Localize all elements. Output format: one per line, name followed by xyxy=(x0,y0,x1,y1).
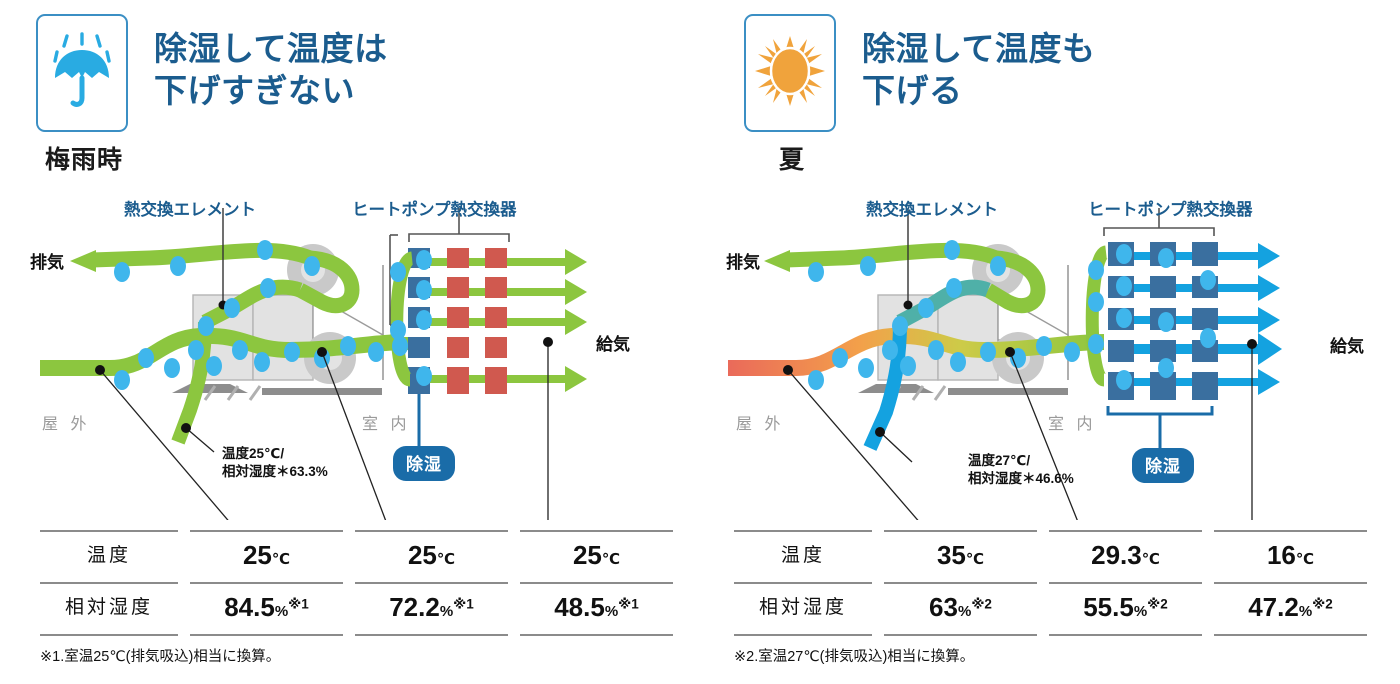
cell-rule xyxy=(1214,634,1367,636)
cell-rule xyxy=(884,530,1037,532)
cell-rule xyxy=(40,582,178,584)
umbrella-rain-icon xyxy=(51,31,113,115)
cell-humidity-1-left: 84.5%※1 xyxy=(184,582,349,634)
cell-rule xyxy=(1214,582,1367,584)
label-heat-exchange-element-left: 熱交換エレメント xyxy=(124,201,256,219)
cell-temperature-3-right: 16℃ xyxy=(1208,530,1373,582)
cell-temperature-3-left: 25℃ xyxy=(514,530,679,582)
cell-rule xyxy=(520,634,673,636)
headline-left: 除湿して温度は 下げすぎない xyxy=(154,30,388,110)
panel-summer: 夏 除湿して温度も 下げる xyxy=(700,0,1400,684)
data-table-left: 温度 25℃ 25℃ 25℃ 相対湿度 84.5%※1 xyxy=(34,530,679,636)
panel-rainy-season: 梅雨時 除湿して温度は 下げすぎない xyxy=(0,14,700,665)
cell-humidity-3-left: 48.5%※1 xyxy=(514,582,679,634)
headline-right: 除湿して温度も 下げる xyxy=(862,30,1096,110)
cell-rule xyxy=(734,530,872,532)
label-heatpump-exchanger-left: ヒートポンプ熱交換器 xyxy=(352,201,517,219)
label-exhaust-right: 排気 xyxy=(726,253,760,272)
heat-exchanger-block-left xyxy=(390,248,518,394)
cell-rule xyxy=(190,530,343,532)
moisture-droplets xyxy=(808,240,1216,390)
annotation-condition-right: 温度27℃/ 相対湿度＊46.6% xyxy=(968,453,1074,487)
cell-humidity-1-right: 63%※2 xyxy=(878,582,1043,634)
panel-header-left: 梅雨時 除湿して温度は 下げすぎない xyxy=(36,14,388,174)
diagram-left: 熱交換エレメント ヒートポンプ熱交換器 排気 給気 屋 外 室 内 温度25℃/… xyxy=(0,180,700,520)
cell-rule xyxy=(1049,530,1202,532)
cell-rule xyxy=(355,634,508,636)
table-row: 温度 25℃ 25℃ 25℃ xyxy=(34,530,679,582)
cell-temperature-2-left: 25℃ xyxy=(349,530,514,582)
data-table-right: 温度 35℃ 29.3℃ 16℃ 相対湿度 63%※2 xyxy=(728,530,1373,636)
cell-rule xyxy=(520,582,673,584)
cell-temperature-1-left: 25℃ xyxy=(184,530,349,582)
badge-dehumidify-right: 除湿 xyxy=(1132,448,1194,483)
cell-rule xyxy=(1214,530,1367,532)
cell-temperature-1-right: 35℃ xyxy=(878,530,1043,582)
cell-rule xyxy=(40,634,178,636)
cell-humidity-2-right: 55.5%※2 xyxy=(1043,582,1208,634)
label-exhaust-left: 排気 xyxy=(30,253,64,272)
season-label-left: 梅雨時 xyxy=(44,146,123,174)
moisture-droplets xyxy=(114,240,432,390)
cell-rule xyxy=(190,634,343,636)
table-bottom-rule-row xyxy=(34,634,679,636)
season-icon-card-left: 梅雨時 xyxy=(36,14,128,174)
table-row: 相対湿度 63%※2 55.5%※2 47.2%※2 xyxy=(728,582,1373,634)
label-heatpump-exchanger-right: ヒートポンプ熱交換器 xyxy=(1088,201,1253,219)
cell-rule xyxy=(40,530,178,532)
label-supply-right: 給気 xyxy=(1330,337,1364,356)
diagram-right: 熱交換エレメント ヒートポンプ熱交換器 排気 給気 屋 外 室 内 温度27℃/… xyxy=(700,180,1400,520)
footnote-left: ※1.室温25℃(排気吸込)相当に換算。 xyxy=(40,649,281,665)
row-header-temperature-left: 温度 xyxy=(34,530,184,582)
cell-rule xyxy=(734,634,872,636)
label-supply-left: 給気 xyxy=(596,335,630,354)
footnote-right: ※2.室温27℃(排気吸込)相当に換算。 xyxy=(734,649,975,665)
cell-humidity-2-left: 72.2%※1 xyxy=(349,582,514,634)
cell-rule xyxy=(520,530,673,532)
cell-rule xyxy=(734,582,872,584)
cell-rule xyxy=(190,582,343,584)
table-row: 相対湿度 84.5%※1 72.2%※1 48.5%※1 xyxy=(34,582,679,634)
panel-header-right: 夏 除湿して温度も 下げる xyxy=(744,14,1096,174)
row-header-humidity-left: 相対湿度 xyxy=(34,582,184,634)
sun-icon xyxy=(755,35,825,111)
badge-dehumidify-left: 除湿 xyxy=(393,446,455,481)
row-header-humidity-right: 相対湿度 xyxy=(728,582,878,634)
cell-humidity-3-right: 47.2%※2 xyxy=(1208,582,1373,634)
label-outdoor-left: 屋 外 xyxy=(42,416,91,433)
label-heat-exchange-element-right: 熱交換エレメント xyxy=(866,201,998,219)
row-header-temperature-right: 温度 xyxy=(728,530,878,582)
cell-rule xyxy=(884,582,1037,584)
season-icon-card-right: 夏 xyxy=(744,14,836,174)
label-indoor-right: 室 内 xyxy=(1048,416,1097,433)
table-row: 温度 35℃ 29.3℃ 16℃ xyxy=(728,530,1373,582)
cell-rule xyxy=(1049,582,1202,584)
cell-rule xyxy=(884,634,1037,636)
cell-rule xyxy=(1049,634,1202,636)
label-outdoor-right: 屋 外 xyxy=(736,416,785,433)
annotation-condition-left: 温度25℃/ 相対湿度＊63.3% xyxy=(222,446,328,480)
table-bottom-rule-row xyxy=(728,634,1373,636)
cell-temperature-2-right: 29.3℃ xyxy=(1043,530,1208,582)
season-label-right: 夏 xyxy=(778,146,805,174)
cell-rule xyxy=(355,530,508,532)
label-indoor-left: 室 内 xyxy=(362,416,411,433)
cell-rule xyxy=(355,582,508,584)
